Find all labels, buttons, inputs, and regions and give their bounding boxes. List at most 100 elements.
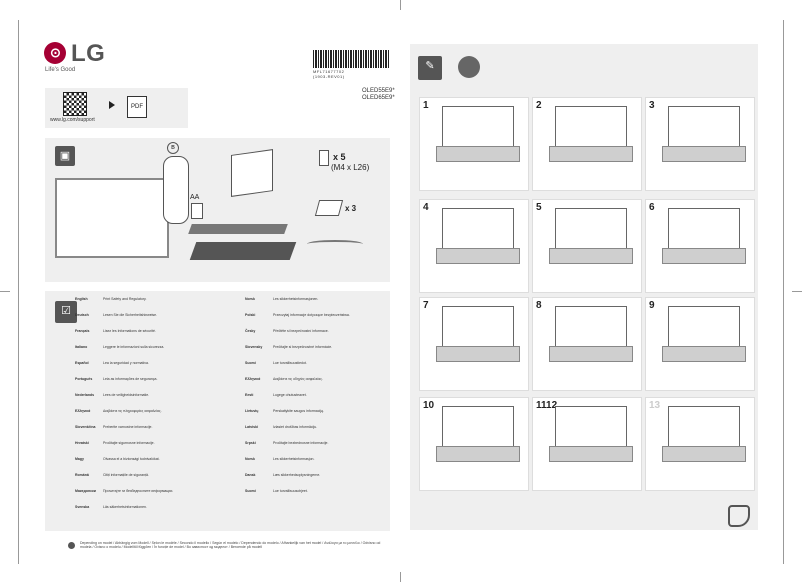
- step-number: 3: [649, 100, 655, 111]
- pdf-icon: PDF: [127, 96, 147, 118]
- step-cell: 1112: [532, 397, 642, 491]
- no-spray-icon: [458, 56, 480, 78]
- stand-base-illustration: [189, 242, 297, 260]
- step-cell: 5: [532, 199, 642, 293]
- contents-panel: ▣ ʙ AA x 5 (M4 x L26) x 3: [45, 138, 390, 282]
- step-number: 1: [423, 100, 429, 111]
- tv-illustration: [555, 406, 627, 448]
- language-text: Przeczytaj informacje dotyczące bezpiecz…: [273, 313, 350, 317]
- screws-qty: x 5: [333, 152, 346, 162]
- crop-mark: [400, 0, 401, 10]
- cleaning-icon: ✎: [418, 56, 442, 80]
- checkbox-icon: ☑: [55, 301, 77, 323]
- crop-mark: [400, 572, 401, 582]
- language-text: Διαβάστε τις οδηγίες ασφαλείας.: [273, 377, 323, 381]
- remote-illustration: [163, 156, 189, 224]
- tv-illustration: [555, 306, 627, 348]
- arrow-right-icon: [109, 101, 115, 109]
- stand-bar-illustration: [188, 224, 288, 234]
- language-name: Македонски: [75, 489, 96, 493]
- stand-illustration: [662, 146, 746, 162]
- brand-name: LG: [71, 40, 106, 67]
- bluetooth-icon: ʙ: [167, 142, 179, 154]
- cable-tie-illustration: [314, 200, 344, 216]
- step-cell: 10: [419, 397, 529, 491]
- qr-code-icon: [63, 92, 87, 116]
- barcode-version: (1903-REV01): [313, 74, 345, 79]
- language-text: Les sikkerhetsinformasjon.: [273, 457, 315, 461]
- stand-illustration: [436, 446, 520, 462]
- language-text: Olvassa el a biztonsági tudnivalókat.: [103, 457, 160, 461]
- step-cell: 1: [419, 97, 529, 191]
- language-name: Español: [75, 361, 89, 365]
- language-text: Prečítajte si bezpečnostné informácie.: [273, 345, 333, 349]
- barcode-image: [313, 50, 390, 68]
- step-cell: 8: [532, 297, 642, 391]
- language-name: Português: [75, 377, 93, 381]
- stand-illustration: [436, 146, 520, 162]
- cable-cover-illustration: [307, 240, 363, 248]
- stand-illustration: [549, 446, 633, 462]
- language-name: Suomi: [245, 489, 256, 493]
- language-text: Les sikkerhetsinformasjonen.: [273, 297, 319, 301]
- screws-spec: (M4 x L26): [331, 163, 370, 172]
- tv-illustration: [668, 306, 740, 348]
- tv-illustration: [555, 106, 627, 148]
- tv-illustration: [668, 106, 740, 148]
- language-name: Nederlands: [75, 393, 95, 397]
- batteries-illustration: [191, 203, 203, 219]
- step-number: 4: [423, 202, 429, 213]
- step-cell: 9: [645, 297, 755, 391]
- language-name: Slovensky: [245, 345, 263, 349]
- language-text: Citiți informațiile de siguranță.: [103, 473, 149, 477]
- step-number: 13: [649, 400, 661, 411]
- step-number: 10: [423, 400, 435, 411]
- language-name: Norsk: [245, 297, 255, 301]
- language-name: Norsk: [245, 457, 255, 461]
- language-text: Lisez les Informations de sécurité.: [103, 329, 156, 333]
- language-name: Eesti: [245, 393, 254, 397]
- step-number: 5: [536, 202, 542, 213]
- language-text: Leggere le informazioni sulla sicurezza.: [103, 345, 165, 349]
- step-cell: 6: [645, 199, 755, 293]
- step-number: 8: [536, 300, 542, 311]
- language-name: Svenska: [75, 505, 90, 509]
- language-name: Polski: [245, 313, 256, 317]
- tv-illustration: [442, 208, 514, 250]
- language-text: Preberite varnostne informacije.: [103, 425, 153, 429]
- language-name: Česky: [245, 329, 256, 333]
- stand-illustration: [549, 346, 633, 362]
- stand-illustration: [549, 248, 633, 264]
- brand-tagline: Life's Good: [45, 67, 76, 73]
- language-text: Pročitajte bezbednosne informacije.: [273, 441, 329, 445]
- language-name: Ελληνικά: [75, 409, 91, 413]
- step-cell: 13: [645, 397, 755, 491]
- language-text: Læs sikkerhedsoplysningerne.: [273, 473, 321, 477]
- language-name: Français: [75, 329, 90, 333]
- language-name: Deutsch: [75, 313, 89, 317]
- stand-illustration: [662, 248, 746, 264]
- support-box: www.lg.com/support PDF: [45, 88, 188, 128]
- language-text: Perskaitykite saugos informaciją.: [273, 409, 324, 413]
- manual-illustration: [231, 149, 273, 197]
- turn-page-icon: [728, 505, 750, 527]
- stand-illustration: [662, 346, 746, 362]
- step-cell: 4: [419, 199, 529, 293]
- step-cell: 3: [645, 97, 755, 191]
- model-2: OLED65E9*: [362, 95, 395, 101]
- step-number: 1112: [536, 400, 558, 411]
- language-text: Přečtěte si bezpečnostní informace.: [273, 329, 329, 333]
- tv-illustration: [442, 406, 514, 448]
- language-text: Leia as informações de segurança.: [103, 377, 158, 381]
- box-icon: ▣: [55, 146, 75, 166]
- step-cell: 2: [532, 97, 642, 191]
- tv-illustration: [555, 208, 627, 250]
- support-url: www.lg.com/support: [50, 117, 95, 123]
- lg-logo-icon: ⊙: [44, 42, 66, 64]
- language-text: Lue turvallisuustiedot.: [273, 361, 307, 365]
- stand-illustration: [662, 446, 746, 462]
- step-number: 7: [423, 300, 429, 311]
- info-icon: [68, 542, 75, 549]
- tv-illustration: [442, 306, 514, 348]
